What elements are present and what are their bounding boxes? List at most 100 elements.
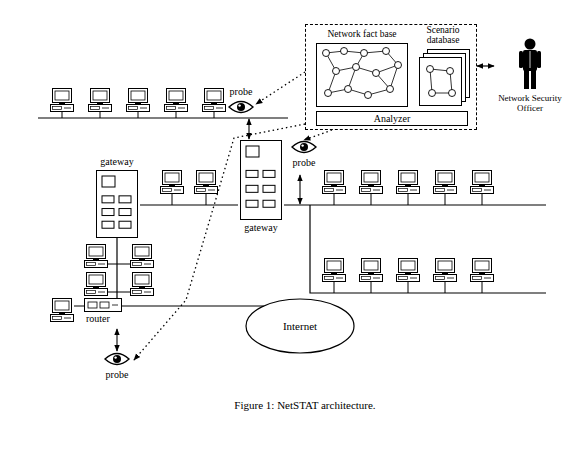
text-group: gateway — [238, 222, 284, 234]
computer-icon — [165, 89, 188, 112]
gateway-box — [97, 171, 138, 238]
computer-icon — [195, 171, 218, 194]
host-link — [176, 112, 177, 118]
person-figure — [524, 70, 529, 89]
person-figure — [531, 70, 536, 89]
probe-eye — [237, 103, 245, 111]
host-link — [172, 194, 173, 205]
fact-graph — [323, 50, 330, 57]
person-figure — [516, 38, 544, 90]
host-link — [108, 264, 117, 265]
text-group: probe — [293, 157, 316, 169]
gateway-box — [119, 221, 131, 228]
computer-icon — [131, 245, 154, 268]
router-box — [88, 302, 97, 308]
text-group: gateway — [94, 156, 140, 168]
host-link — [62, 112, 63, 118]
probe-node: probe — [100, 352, 134, 384]
fact-graph — [316, 43, 408, 107]
host-link — [100, 112, 101, 118]
network-link — [140, 204, 238, 205]
network-link — [116, 238, 117, 298]
probe-tap — [299, 175, 300, 204]
computer-icon — [434, 259, 457, 282]
person-figure — [523, 50, 537, 71]
host-link — [62, 112, 482, 306]
fact-graph — [387, 86, 394, 93]
probe-label: probe — [230, 86, 253, 98]
computer-icon — [51, 299, 74, 322]
text-group: probe — [230, 86, 253, 98]
computer-icon — [127, 89, 150, 112]
gateway-box — [102, 221, 114, 228]
host-link — [334, 194, 335, 205]
analyzer-label: Analyzer — [374, 113, 411, 125]
gateway-label: gateway — [238, 222, 284, 234]
host-link — [138, 112, 139, 118]
internet-ellipse — [246, 299, 354, 353]
probe-eye — [292, 142, 316, 153]
fact-graph — [333, 68, 340, 75]
probe-node: probe — [226, 86, 256, 116]
probe-eye — [291, 140, 317, 154]
probe-node: probe — [286, 140, 322, 172]
gateway-box — [241, 141, 282, 220]
gateway-box — [119, 196, 131, 203]
probe-tap — [248, 119, 249, 139]
host-link — [482, 282, 483, 293]
network-bus — [310, 205, 546, 293]
computer-icon — [360, 259, 383, 282]
probe-eye — [238, 104, 240, 106]
host-link — [214, 112, 215, 118]
router-box — [85, 299, 122, 312]
analyzer-box: Analyzer Network fact base Scenario databa… — [305, 24, 477, 130]
scenario-label: Scenario database — [414, 25, 472, 45]
gateway-box — [263, 170, 275, 177]
officer-label: Network Security Officer — [494, 93, 566, 113]
scenario-stack — [447, 68, 454, 75]
fact-base-box: Network fact base — [316, 29, 408, 107]
fact-graph — [345, 86, 352, 93]
probe-eye — [301, 144, 303, 146]
computer-icon — [85, 245, 108, 268]
probe-label: probe — [106, 369, 129, 381]
gateway-node: gateway — [94, 156, 140, 238]
fact-graph — [361, 50, 368, 57]
probe-eye — [113, 355, 121, 363]
host-link — [371, 194, 372, 205]
gateway-box — [102, 209, 114, 216]
person-figure — [519, 51, 523, 68]
computer-icon — [397, 171, 420, 194]
host-link — [117, 264, 130, 265]
host-link — [206, 194, 207, 205]
monitor-link — [256, 72, 305, 104]
probe-label: probe — [293, 157, 316, 169]
router-box — [84, 298, 122, 312]
monitor-link — [304, 130, 332, 140]
host-link — [482, 194, 483, 205]
gateway-box — [96, 170, 138, 238]
gateway-box — [246, 170, 258, 177]
fact-graph — [373, 70, 380, 77]
computer-icon — [51, 89, 74, 112]
computer-icon — [131, 273, 154, 296]
scenario-stack — [418, 49, 472, 107]
router-box — [112, 305, 118, 306]
network-link — [122, 305, 264, 306]
network-bus — [284, 204, 546, 205]
fact-graph — [365, 92, 372, 99]
gateway-box — [102, 176, 115, 187]
fact-graph — [353, 64, 360, 71]
probe-eye — [300, 143, 308, 151]
fact-graph — [395, 62, 402, 69]
computer-icon — [471, 259, 494, 282]
host-link — [408, 282, 409, 293]
computer-icon — [161, 171, 184, 194]
text-group: probe — [106, 369, 129, 381]
scenario-stack — [427, 66, 434, 73]
gateway-box — [240, 140, 282, 220]
